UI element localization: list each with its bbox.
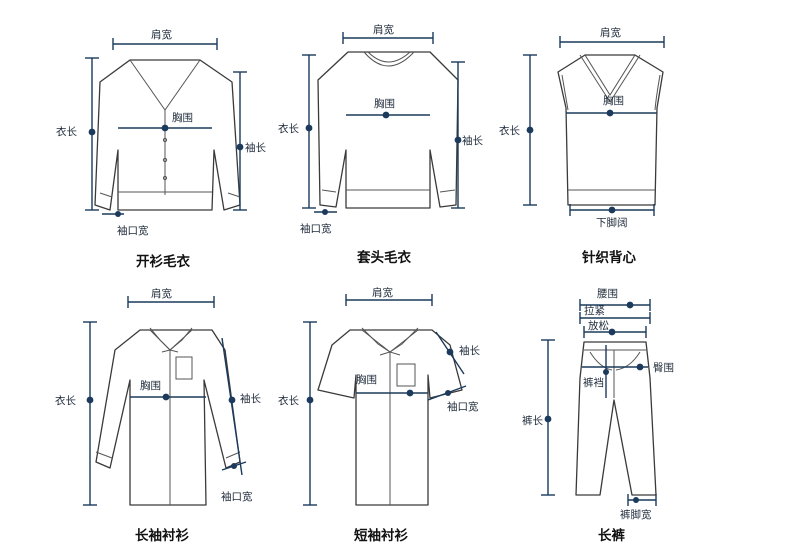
pants-hip-label: 臀围 [653,362,674,374]
longshirt-shoulder-label: 肩宽 [151,287,172,300]
pants-rise-label: 裤裆 [583,376,604,389]
longshirt-figure: 肩宽 衣长 胸围 袖长 袖口宽 长袖衬衫 [55,287,261,544]
shortshirt-figure: 肩宽 衣长 胸围 袖长 袖口宽 短袖衬衫 [278,286,480,544]
cardigan-chest-label: 胸围 [172,111,193,124]
shortshirt-caption: 短袖衬衫 [354,527,408,544]
longshirt-cuff-label: 袖口宽 [221,490,253,503]
vest-chest-label: 胸围 [603,94,624,107]
vest-hem-label: 下脚阔 [596,216,628,229]
pullover-figure: 肩宽 衣长 胸围 袖长 袖口宽 套头毛衣 [278,23,483,266]
longshirt-outline [95,329,241,506]
longshirt-length-label: 衣长 [55,394,76,407]
pants-loose-label: 放松 [588,319,609,332]
cardigan-shoulder-label: 肩宽 [151,28,172,41]
vest-figure: 肩宽 衣长 胸围 下脚阔 针织背心 [499,26,665,266]
pullover-cuff-label: 袖口宽 [300,222,332,235]
pullover-caption: 套头毛衣 [357,249,411,266]
pullover-length-label: 衣长 [278,122,299,135]
cardigan-length-label: 衣长 [56,125,77,138]
cardigan-sleeve-label: 袖长 [245,141,266,154]
cardigan-figure: 肩宽 衣长 胸围 袖长 袖口宽 开衫毛衣 [56,28,266,270]
longshirt-sleeve-label: 袖长 [240,392,261,405]
shortshirt-shoulder-label: 肩宽 [372,286,393,299]
pants-length-label: 裤长 [522,414,543,427]
shortshirt-sleeve-label: 袖长 [459,344,480,357]
pants-hemwidth-label: 裤脚宽 [620,508,652,521]
longshirt-caption: 长袖衬衫 [135,527,189,544]
pants-tight-label: 拉紧 [584,304,605,317]
vest-length-label: 衣长 [499,124,520,137]
pants-figure: 腰围 拉紧 放松 裤裆 臀围 裤长 裤脚宽 长裤 [522,288,674,544]
longshirt-chest-label: 胸围 [140,379,161,392]
pullover-chest-label: 胸围 [374,97,395,110]
cardigan-outline [94,59,241,211]
vest-outline [557,54,664,206]
cardigan-cuff-label: 袖口宽 [117,224,149,237]
vest-shoulder-label: 肩宽 [600,26,621,39]
pants-waist-label: 腰围 [597,288,618,300]
shortshirt-length-label: 衣长 [278,394,299,407]
shortshirt-chest-label: 胸围 [356,373,377,386]
vest-caption: 针织背心 [581,249,636,266]
pullover-shoulder-label: 肩宽 [373,23,394,36]
cardigan-caption: 开衫毛衣 [136,253,190,270]
pants-outline [575,341,657,496]
pants-caption: 长裤 [598,527,626,544]
shortshirt-cuff-label: 袖口宽 [447,400,479,413]
pullover-outline [317,51,459,209]
pullover-sleeve-label: 袖长 [462,134,483,147]
